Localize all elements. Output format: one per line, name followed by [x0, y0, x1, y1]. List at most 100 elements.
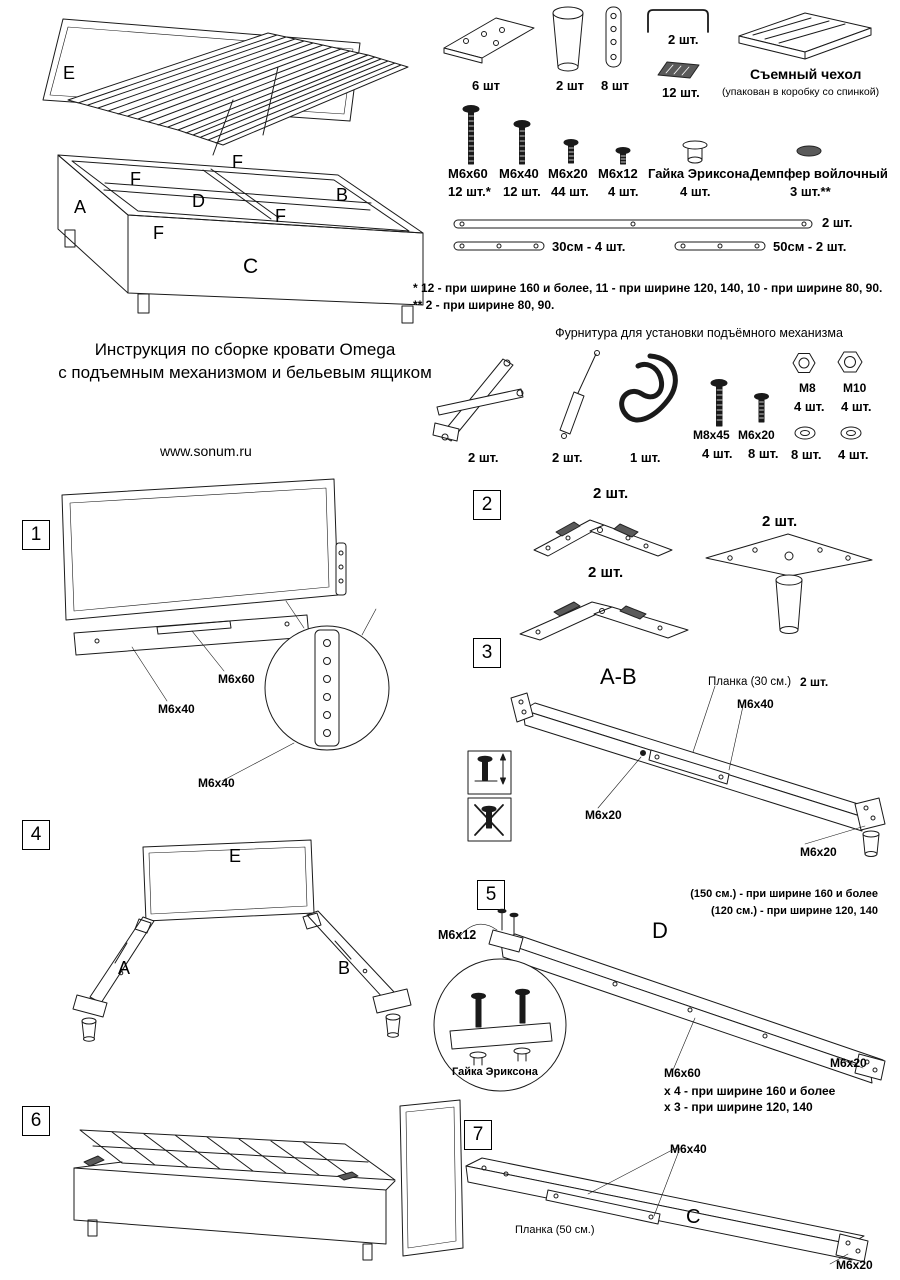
- step2-bracket-leg-drawing: [705, 533, 873, 634]
- step1-m6x40-bottom-label: M6x40: [198, 776, 235, 790]
- step5-m6x60-label: M6x60: [664, 1066, 701, 1080]
- corner-bracket-illustration: [443, 17, 535, 64]
- step-5-number: 5: [477, 880, 505, 910]
- step3-title: A-B: [600, 664, 637, 689]
- gas-strut-illustration: [559, 350, 600, 439]
- step2-qty3: 2 шт.: [588, 564, 624, 581]
- lift-mechanism-illustration: [432, 358, 524, 442]
- step5-detail-magnifier: [433, 958, 567, 1092]
- step3-m6x20-end-label: M6x20: [800, 845, 837, 859]
- nut-m8-qty: 4 шт.: [794, 399, 825, 414]
- felt-damper-label: Демпфер войлочный: [750, 166, 888, 181]
- step1-headboard-drawing: [61, 478, 347, 702]
- bed-overview-drawing: [42, 18, 424, 324]
- bracket-qty: 6 шт: [472, 78, 501, 93]
- step1-m6x60-label: M6x60: [218, 672, 255, 686]
- step2-bracket-a-drawing: [533, 519, 673, 557]
- wire-handle-illustration: [647, 9, 709, 33]
- strap-illustration: [619, 353, 678, 423]
- label-C: C: [243, 255, 259, 278]
- nut-m8-icon: [792, 353, 816, 373]
- website-link[interactable]: www.sonum.ru: [160, 443, 252, 459]
- step-1-number: 1: [22, 520, 50, 550]
- gas-strut-qty: 2 шт.: [552, 450, 583, 465]
- step5-crossbar-drawing: [459, 908, 886, 1084]
- nut-m10-qty: 4 шт.: [841, 399, 872, 414]
- step3-plank-qty: 2 шт.: [800, 675, 829, 689]
- step5-m6x60-note1: х 4 - при ширине 160 и более: [664, 1084, 836, 1098]
- step2-qty1: 2 шт.: [593, 485, 629, 502]
- step3-plank-label: Планка (30 см.): [708, 676, 792, 688]
- step3-side-rail-drawing: [510, 685, 886, 857]
- screw-m6x60-qty: 12 шт.*: [448, 184, 491, 199]
- washer-small-qty: 4 шт.: [838, 447, 869, 462]
- felt-grille-illustration: [657, 61, 700, 79]
- step7-plank-label: Планка (50 см.): [515, 1224, 595, 1236]
- lift-m8x45-label: M8x45: [693, 428, 730, 442]
- washer-small-icon: [840, 426, 862, 440]
- step5-nut-label: Гайка Эриксона: [452, 1066, 538, 1078]
- step2-bracket-b-drawing: [519, 601, 689, 641]
- felt-damper-icon: [796, 145, 822, 157]
- step-7-number: 7: [464, 1120, 492, 1150]
- step-6-number: 6: [22, 1106, 50, 1136]
- erikson-nut-label: Гайка Эриксона: [648, 166, 750, 181]
- doc-title-line2: с подъемным механизмом и бельевым ящиком: [58, 363, 432, 382]
- strip-long-illustration: [453, 219, 813, 229]
- step1-detail-magnifier: [221, 600, 390, 782]
- step5-note-120: (120 см.) - при ширине 120, 140: [710, 905, 878, 917]
- step4-label-E: E: [229, 846, 242, 866]
- step4-label-A: A: [118, 958, 131, 978]
- screw-m6x12-label: M6x12: [598, 166, 638, 181]
- step5-note-150: (150 см.) - при ширине 160 и более: [690, 888, 878, 900]
- screw-m6x20-lift-icon: [754, 393, 769, 423]
- screw-m6x20-icon: [563, 139, 579, 164]
- label-B: B: [336, 185, 349, 205]
- lift-m6x20-label: M6x20: [738, 428, 775, 442]
- screw-m6x40-qty: 12 шт.: [503, 184, 541, 199]
- mounting-plate-illustration: [605, 6, 622, 68]
- washer-large-qty: 8 шт.: [791, 447, 822, 462]
- step5-m6x12-label: M6x12: [438, 928, 477, 942]
- footnote-1: * 12 - при ширине 160 и более, 11 - при …: [413, 281, 883, 295]
- screw-m6x12-icon: [615, 147, 631, 165]
- do-not-overtighten-icon: [467, 797, 512, 842]
- lift-mechanism-qty: 2 шт.: [468, 450, 499, 465]
- screw-m6x60-label: M6x60: [448, 166, 488, 181]
- step3-m6x20-mid-label: M6x20: [585, 808, 622, 822]
- grille-qty: 12 шт.: [662, 85, 700, 100]
- screw-depth-icon: [467, 750, 512, 795]
- screw-m6x40-label: M6x40: [499, 166, 539, 181]
- step2-qty2: 2 шт.: [762, 513, 798, 530]
- cover-note: (упакован в коробку со спинкой): [722, 86, 880, 98]
- label-A: A: [74, 197, 87, 217]
- doc-title-line1: Инструкция по сборке кровати Omega: [94, 340, 396, 359]
- lift-m6x20-qty: 8 шт.: [748, 446, 779, 461]
- label-E: E: [63, 63, 76, 83]
- screw-m6x20-label: M6x20: [548, 166, 588, 181]
- strip-long-qty: 2 шт.: [822, 215, 853, 230]
- handle-qty: 2 шт.: [668, 32, 699, 47]
- cover-illustration: [738, 12, 872, 60]
- lift-m8x45-qty: 4 шт.: [702, 446, 733, 461]
- felt-damper-qty: 3 шт.**: [790, 184, 831, 199]
- screw-m6x20-qty: 44 шт.: [551, 184, 589, 199]
- lift-hardware-title: Фурнитура для установки подъёмного механ…: [555, 326, 843, 340]
- nut-m10-label: M10: [843, 381, 867, 395]
- step5-title-D: D: [652, 918, 668, 943]
- leg-illustration: [552, 6, 584, 72]
- washer-large-icon: [794, 426, 816, 440]
- strip-50-illustration: [674, 241, 766, 251]
- erikson-nut-icon: [682, 140, 708, 164]
- step1-m6x40-top-label: M6x40: [158, 702, 195, 716]
- step5-m6x60-note2: х 3 - при ширине 120, 140: [664, 1100, 813, 1114]
- step3-m6x40-label: M6x40: [737, 697, 774, 711]
- nut-m10-icon: [837, 351, 863, 373]
- screw-m6x12-qty: 4 шт.: [608, 184, 639, 199]
- step-4-number: 4: [22, 820, 50, 850]
- footnote-2: ** 2 - при ширине 80, 90.: [413, 298, 555, 312]
- strip-30-label: 30см - 4 шт.: [552, 239, 626, 254]
- step7-m6x20-label: M6x20: [836, 1258, 873, 1272]
- strip-50-label: 50см - 2 шт.: [773, 239, 847, 254]
